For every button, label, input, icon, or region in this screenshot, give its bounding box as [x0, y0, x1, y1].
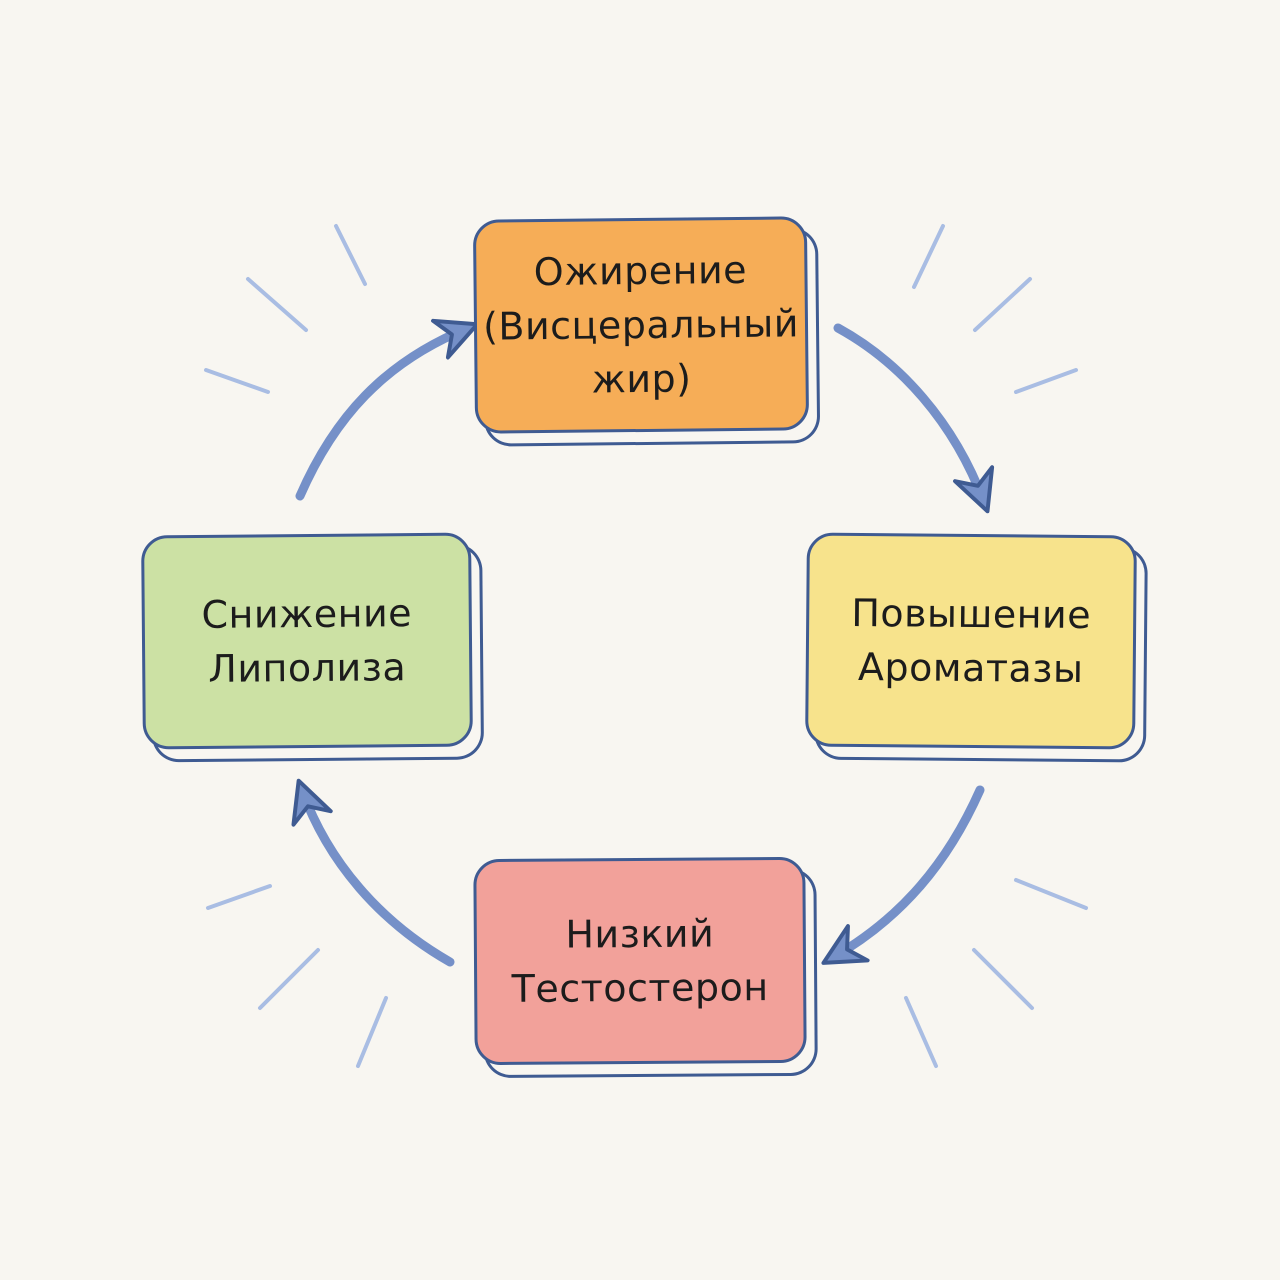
arrow-aromatase-to-low-testosterone — [821, 785, 985, 965]
node-obesity-label: Ожирение (Висцеральный жир) — [482, 247, 800, 402]
arrow-obesity-to-aromatase — [833, 323, 995, 514]
node-aromatase: Повышение Ароматазы — [805, 532, 1137, 750]
burst-lines-top-left — [204, 224, 367, 394]
node-obesity: Ожирение (Висцеральный жир) — [472, 216, 810, 434]
arrow-lipolysis-to-obesity — [295, 318, 480, 501]
node-lipolysis: Снижение Липолиза — [141, 532, 473, 750]
node-lipolysis-label: Снижение Липолиза — [201, 591, 413, 691]
burst-lines-top-right — [912, 224, 1078, 394]
node-low-testosterone: Низкий Тестостерон — [473, 856, 807, 1066]
node-aromatase-label: Повышение Ароматазы — [851, 590, 1092, 691]
arrow-low-testosterone-to-lipolysis — [291, 778, 455, 967]
burst-lines-bottom-left — [206, 884, 388, 1068]
node-low-testosterone-label: Низкий Тестостерон — [511, 911, 769, 1011]
burst-lines-bottom-right — [904, 878, 1088, 1068]
